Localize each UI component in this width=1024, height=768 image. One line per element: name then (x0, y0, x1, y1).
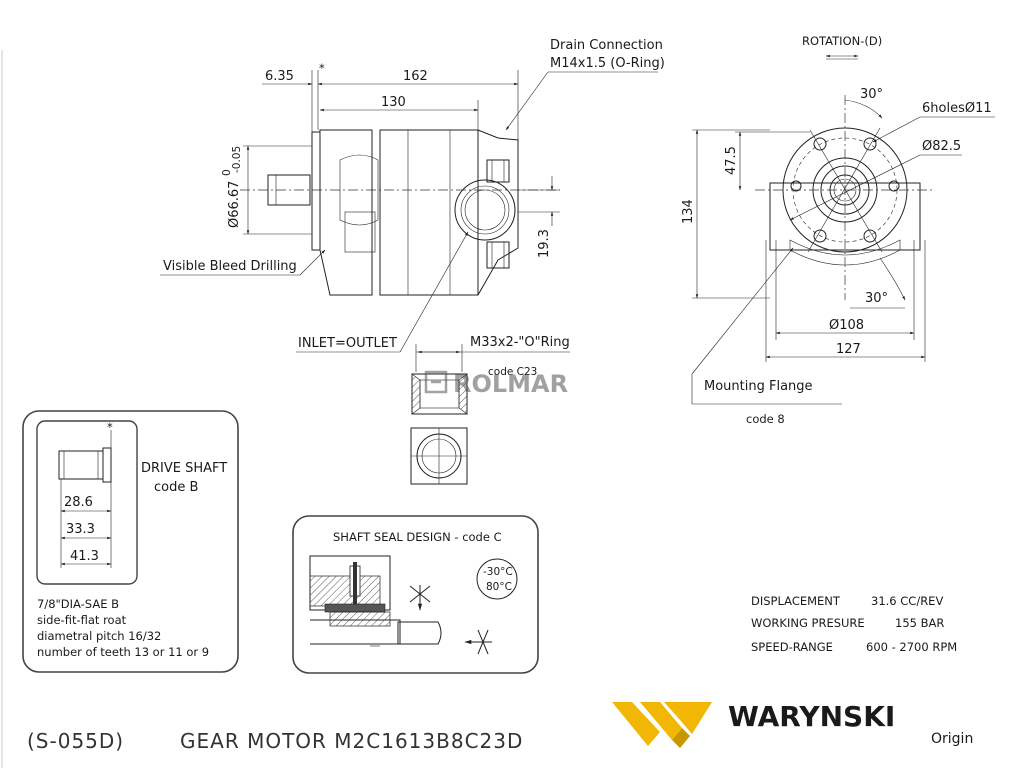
front-view: ROTATION-(D) 30° 6holesØ11 (681, 34, 995, 426)
pump-body (379, 129, 479, 296)
port-code: code C23 (488, 366, 537, 378)
spec-label-speed: SPEED-RANGE (751, 640, 833, 654)
front-body (769, 182, 921, 251)
dim-6-35: 6.35 (265, 69, 294, 84)
inlet-port (454, 179, 516, 241)
warynski-logo: WARYNSKI Origin (612, 700, 973, 748)
angle-top: 30° (860, 87, 883, 102)
shaft-spec-3: diametral pitch 16/32 (37, 629, 161, 643)
rotation-arrow-icon (464, 629, 492, 655)
dim-33-3: 33.3 (66, 522, 95, 537)
temp-high: 80°C (486, 581, 512, 593)
spec-label-displacement: DISPLACEMENT (751, 594, 841, 608)
port-label: M33x2-"O"Ring (470, 335, 570, 350)
shaft-spec-1: 7/8"DIA-SAE B (37, 597, 119, 611)
dim-19-3: 19.3 (537, 229, 552, 258)
spec-value-speed: 600 - 2700 RPM (866, 640, 957, 654)
dim-28-6: 28.6 (64, 495, 93, 510)
flange-plate (311, 131, 321, 251)
drive-shaft-title: DRIVE SHAFT (141, 461, 227, 476)
dim-130: 130 (381, 95, 406, 110)
brand-name: WARYNSKI (728, 700, 895, 733)
side-view: * 6.35 162 130 Ø66.67 -0.05 0 19.3 Drain… (160, 38, 665, 485)
dim-47-5: 47.5 (724, 146, 739, 175)
holes-label: 6holesØ11 (922, 101, 992, 116)
dim-162: 162 (403, 69, 428, 84)
drain-label-1: Drain Connection (550, 38, 663, 53)
bolt-holes (790, 137, 900, 243)
svg-text:*: * (319, 61, 325, 75)
pressure-arrow-icon (409, 585, 431, 611)
dim-shaft-tol: -0.05 (231, 146, 243, 173)
dim-shaft-tol-top: 0 (221, 169, 233, 176)
drawing-title: GEAR MOTOR M2C1613B8C23D (180, 729, 523, 753)
inlet-label: INLET=OUTLET (298, 336, 397, 351)
watermark-logo: ROLMAR (424, 370, 568, 398)
dim-127: 127 (836, 342, 861, 357)
dim-shaft-dia: Ø66.67 (227, 181, 242, 228)
seal-section-drawing (309, 555, 442, 647)
watermark-text: ROLMAR (453, 370, 568, 398)
spec-label-pressure: WORKING PRESURE (751, 616, 865, 630)
drive-shaft-panel: * 28.6 33.3 41.3 DRIVE SHAFT code B 7/8"… (22, 410, 239, 673)
shaft-seal-title: SHAFT SEAL DESIGN - code C (333, 530, 502, 544)
drive-shaft-code: code B (154, 480, 198, 495)
dim-41-3: 41.3 (70, 549, 99, 564)
shaft-spec-4: number of teeth 13 or 11 or 9 (37, 645, 209, 659)
brand-origin: Origin (931, 731, 973, 747)
flange-label: Mounting Flange (704, 379, 813, 394)
dia-108: Ø108 (829, 318, 864, 333)
flange-code: code 8 (746, 412, 785, 426)
drain-label-2: M14x1.5 (O-Ring) (550, 56, 665, 71)
angle-bottom: 30° (865, 291, 888, 306)
dia-82-5: Ø82.5 (922, 139, 961, 154)
spec-value-displacement: 31.6 CC/REV (871, 594, 943, 608)
bleed-label: Visible Bleed Drilling (163, 259, 297, 274)
rotation-label: ROTATION-(D) (802, 34, 882, 48)
temp-low: -30°C (483, 566, 513, 578)
specs-table: DISPLACEMENT 31.6 CC/REV WORKING PRESURE… (751, 594, 957, 654)
drawing-code: (S-055D) (27, 729, 124, 753)
shaft-seal-panel: SHAFT SEAL DESIGN - code C -30°C 80°C (292, 515, 539, 674)
shaft-spec-2: side-fit-flat roat (37, 613, 127, 627)
svg-text:*: * (107, 420, 113, 434)
dim-134: 134 (681, 199, 696, 224)
spec-value-pressure: 155 BAR (895, 616, 944, 630)
